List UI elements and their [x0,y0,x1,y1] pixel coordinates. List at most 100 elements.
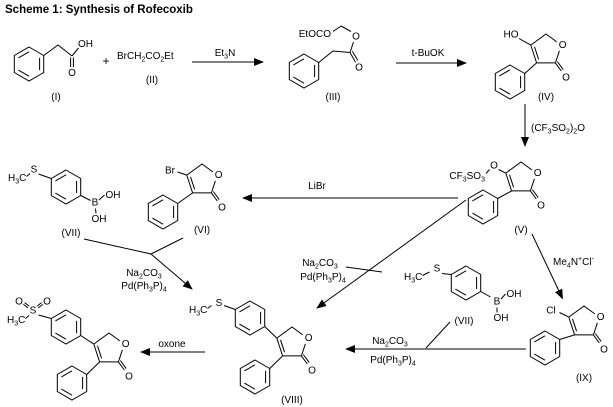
compound-vii-left: H3C S B OH OH (VII) [8,165,121,240]
atom-etoco: EtOCO [299,29,331,40]
formula-ii: BrCH2CO2Et [117,51,174,64]
benzene-ring [50,309,82,345]
atom-carbonyl-o: O [562,73,570,84]
atom-ring-o: O [305,333,313,344]
compound-viii: H3C S O O (VIII) [189,298,316,406]
plus-operator: + [102,54,109,68]
reagent-et3n: Et3N [215,48,236,61]
reagent-triflic-anhydride: (CF3SO2)2O [531,123,585,136]
benzene-ring [529,330,561,366]
structure-bonds [23,302,100,375]
reagent-tbuok: t-BuOK [412,48,445,59]
benzene-ring [56,365,88,401]
scheme-title: Scheme 1: Synthesis of Rofecoxib [5,4,193,16]
compound-label-vi: (VI) [194,225,210,236]
structure-bonds [318,25,359,63]
compound-ix: Cl O O (IX) [529,305,608,384]
structure-bonds [559,312,575,340]
compound-rofecoxib: H3C S O O O O [7,297,133,401]
arrow-v-to-ix [531,233,563,300]
compound-label-ix: (IX) [576,373,592,384]
atom-b: B [92,198,99,209]
atom-carbonyl-o: O [125,372,133,383]
compound-label-vii-right: (VII) [455,316,474,327]
atom-h3c: H3C [8,173,26,186]
atom-cl: Cl [546,306,555,317]
atom-s: S [434,264,441,275]
atom-sulfone-o-right: O [43,297,51,308]
structure-bonds [485,169,512,199]
converge-line-vii-right-2 [425,321,451,349]
atom-carbonyl-o: O [218,203,226,214]
structure-bonds [518,38,537,74]
atom-s: S [216,298,223,309]
atom-ring-o: O [215,170,223,181]
structure-bonds [422,271,506,313]
compound-i: OH O (I) [13,39,93,103]
benzene-ring [288,53,320,89]
atom-ring-o: O [559,40,567,51]
arrow-vi-vii-to-viii [150,253,193,290]
compound-iv: HO O O (IV) [494,30,570,103]
reagent-pd-mid: Pd(Ph3P)4 [300,272,346,285]
arrow-v-to-viii [316,199,467,309]
atom-oh-upper: OH [507,289,522,300]
reagent-pd-left: Pd(Ph3P)4 [121,281,167,294]
benzene-ring [239,359,271,395]
atom-carbonyl-o: O [355,63,363,74]
atom-carbonyl-o: O [600,345,608,356]
atom-h3c: H3C [189,305,207,318]
compound-v: CF3SO3 O O O (V) [449,161,545,237]
converge-line-vii [83,238,152,255]
atom-ring-o: O [534,168,542,179]
benzene-ring [50,169,82,205]
compound-iii: EtOCO O O (III) [288,25,363,103]
compound-vi: Br O O (VI) [147,163,226,236]
compound-label-viii: (VIII) [281,395,303,406]
compound-label-vii-left: (VII) [62,228,81,239]
atom-b: B [494,297,501,308]
compound-label-ii: (II) [146,75,158,86]
reagent-labels: Et3N t-BuOK (CF3SO2)2O LiBr Me4N+Cl- Na2… [121,48,594,368]
compound-label-v: (V) [514,225,527,236]
compound-label-i: (I) [51,92,60,103]
atom-s: S [30,306,37,317]
atom-s: S [31,165,38,176]
reagent-na2co3-mid: Na2CO3 [302,258,338,271]
converge-line-vi [150,237,184,255]
compound-vii-right: H3C S B OH OH (VII) [404,264,522,328]
benzene-ring [234,300,266,336]
atom-carbonyl-o: O [537,201,545,212]
atom-oh: OH [78,39,93,50]
atom-linker-o: O [490,161,498,172]
converge-line-vii-right [345,266,383,273]
structure-bonds [207,305,283,369]
compound-label-iv: (IV) [538,92,554,103]
compound-ii: BrCH2CO2Et (II) [117,51,174,86]
atom-oh-upper: OH [106,190,121,201]
atom-sulfone-o-left: O [15,297,23,308]
reagent-me4ncl: Me4N+Cl- [553,256,595,270]
atom-h3c: H3C [404,272,422,285]
reagent-pd-right: Pd(Ph3P)4 [370,355,416,368]
atom-carbonyl-o: O [308,366,316,377]
structure-bonds [26,173,105,214]
atom-triflyl: CF3SO3 [449,171,485,184]
benzene-ring [13,46,45,82]
atom-oh-lower: OH [494,313,509,324]
atom-h3c: H3C [7,315,25,328]
benzene-ring [450,265,482,301]
atom-ho: HO [504,30,519,41]
compound-label-iii: (III) [326,92,341,103]
atom-ester-o: O [352,32,360,43]
reaction-arrows [83,58,563,356]
benzene-ring [494,64,526,100]
reagent-oxone: oxone [158,339,186,350]
atom-ring-o: O [597,312,605,323]
reagent-na2co3-left: Na2CO3 [126,268,162,281]
benzene-ring [147,194,179,230]
structure-bonds [43,44,79,67]
atom-br: Br [165,166,176,177]
reagent-libr: LiBr [308,181,326,192]
